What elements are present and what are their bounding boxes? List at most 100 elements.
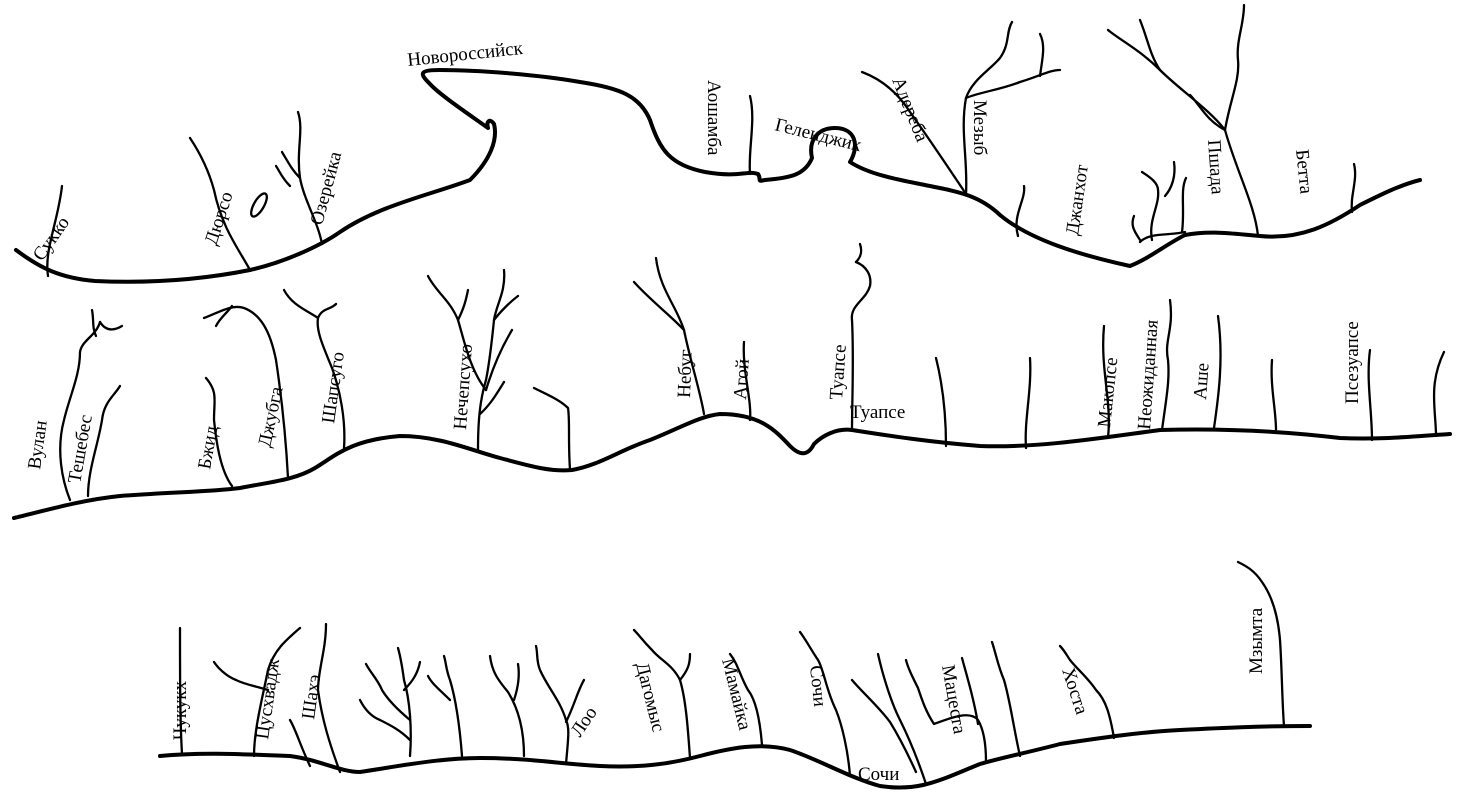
river-small-f xyxy=(876,652,928,786)
label-bzhid: Бжид xyxy=(194,424,222,471)
river-mamayka xyxy=(728,652,764,747)
river-loo xyxy=(534,644,570,766)
label-psezuapse: Псезуапсе xyxy=(1342,321,1363,404)
river-agoy xyxy=(742,340,752,422)
river-makopse xyxy=(1102,324,1110,440)
label-sochi-city: Сочи xyxy=(858,764,899,785)
river-ashe xyxy=(1212,314,1222,430)
label-nechepsukho: Нечепсухо xyxy=(450,343,477,430)
river-psezuapse xyxy=(1367,348,1374,442)
map-panel-middle xyxy=(12,242,1452,520)
label-matsesta: Мацеста xyxy=(937,663,970,736)
river-tree-b xyxy=(442,654,464,758)
label-aoshamba: Аошамба xyxy=(703,80,724,156)
river-pshada-trib-c xyxy=(1131,214,1142,242)
river-adereba xyxy=(860,70,968,196)
river-dagomys xyxy=(632,628,692,760)
river-pshada xyxy=(1106,28,1260,238)
river-tree-c1 xyxy=(512,662,520,702)
river-shakhe xyxy=(316,622,342,774)
label-neozhidannaya: Неожиданная xyxy=(1134,319,1163,431)
river-shapsugo xyxy=(316,302,346,450)
label-khosta: Хоста xyxy=(1057,665,1092,718)
river-pshada-upper-c xyxy=(1138,18,1162,72)
river-tree-c xyxy=(488,654,526,758)
coastline-south xyxy=(158,724,1312,790)
river-matsesta-trib xyxy=(960,656,980,726)
lake-abrau xyxy=(250,192,268,218)
river-pshada-upper-b xyxy=(1223,3,1246,132)
river-vulan xyxy=(59,320,102,502)
river-tree-a3 xyxy=(358,698,412,742)
river-tsuskhvadzh-tributary xyxy=(212,660,270,692)
river-dyurso xyxy=(188,136,252,272)
river-shapsugo-tributary xyxy=(282,288,320,320)
label-sukko: Сукко xyxy=(29,213,74,265)
label-chukukh: Чукукх xyxy=(170,680,191,740)
river-vulan-tributary2 xyxy=(90,308,98,338)
label-nebug: Небуг xyxy=(674,349,697,398)
label-dagomys: Дагомыс xyxy=(631,660,669,734)
river-small-b xyxy=(934,356,948,448)
river-pshada-trib-d xyxy=(1180,176,1188,234)
label-adereba: Адереба xyxy=(887,74,932,145)
river-small-d xyxy=(1270,358,1278,432)
label-mzymta: Мзымта xyxy=(1246,607,1267,674)
river-nechepsukho-trib-e xyxy=(478,380,506,416)
river-khosta xyxy=(1058,644,1116,740)
river-ozereyka-tributary xyxy=(280,150,302,180)
label-shapsugo: Шапсуго xyxy=(318,350,349,424)
label-pshada: Пшада xyxy=(1203,139,1228,196)
river-mezyb xyxy=(962,20,1014,196)
river-ozereyka-tributary2 xyxy=(274,164,292,188)
river-small-h xyxy=(990,640,1022,758)
river-vulan-tributary xyxy=(98,320,124,331)
river-tree-a2 xyxy=(402,660,422,692)
river-small-g xyxy=(850,678,918,774)
river-pshada-trib-b xyxy=(1163,160,1176,198)
river-small-e xyxy=(1432,350,1446,438)
river-nechepsukho-trib-d xyxy=(484,328,514,392)
label-tsuskhvadzh: Цусхвадж xyxy=(252,657,284,741)
label-tuapse-city: Туапсе xyxy=(850,402,905,423)
label-ashe: Аше xyxy=(1190,362,1214,400)
river-pshada-upper-a xyxy=(1188,93,1227,132)
label-vulan: Вулан xyxy=(24,419,52,471)
river-sukko xyxy=(46,184,64,278)
label-gelendzhik: Геленджик xyxy=(773,114,864,156)
coastline-north xyxy=(14,68,1422,284)
river-teshebes xyxy=(86,384,122,498)
map-panel-north xyxy=(14,3,1422,284)
river-tree-a xyxy=(396,646,412,758)
river-matsesta xyxy=(904,658,988,764)
river-tuapse xyxy=(850,260,872,432)
river-sochi xyxy=(798,630,852,778)
river-dagomys-trib xyxy=(678,652,692,682)
river-tree-b1 xyxy=(426,674,452,702)
river-nechepsukho-trib-c xyxy=(492,294,520,322)
river-bzhid xyxy=(204,376,234,488)
map-panel-south xyxy=(158,560,1312,790)
label-ozereyka: Озерейка xyxy=(307,149,347,228)
river-nebug-tributary xyxy=(632,280,686,332)
river-tree-a1 xyxy=(364,662,412,722)
river-dzhubga-tributary xyxy=(214,304,234,328)
river-shakhe-trib xyxy=(288,718,312,768)
label-betta: Бетта xyxy=(1291,148,1317,195)
river-chukukh xyxy=(178,626,184,756)
label-makopse: Макопсе xyxy=(1094,356,1122,428)
river-tuapse-tributary xyxy=(854,242,863,264)
label-agoy: Агой xyxy=(730,358,754,400)
label-sochi-river: Сочи xyxy=(805,664,830,707)
label-tuapse-river: Туапсе xyxy=(826,344,851,401)
river-betta xyxy=(1350,162,1357,214)
river-mezyb-tributary2 xyxy=(1038,32,1045,78)
river-nechepsukho-trib-b xyxy=(456,288,470,322)
coastline-middle xyxy=(12,412,1452,520)
river-pshada-lower xyxy=(1138,230,1187,244)
river-mezyb-tributary xyxy=(964,68,1062,100)
river-dzhankhot xyxy=(1015,184,1026,238)
label-novorossiysk: Новороссийск xyxy=(406,38,524,71)
river-mzymta xyxy=(1236,560,1286,728)
